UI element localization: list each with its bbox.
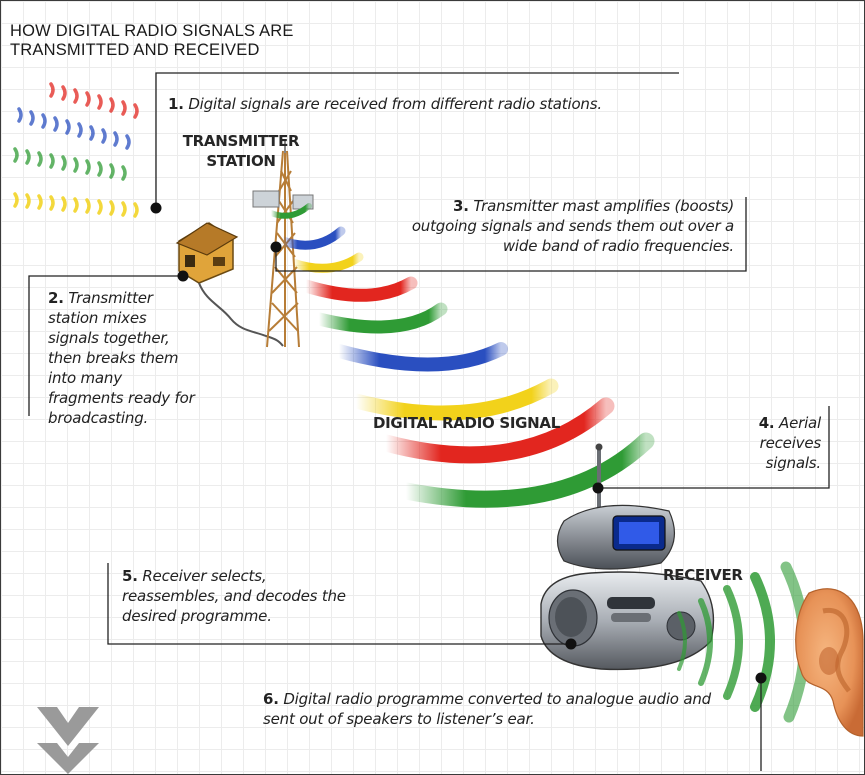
step-5: 5. Receiver selects, reassembles, and de…	[122, 566, 357, 626]
step-5-number: 5.	[122, 567, 138, 585]
step-2-number: 2.	[48, 289, 64, 307]
chevron-logo-icon	[37, 707, 99, 774]
step-2: 2. Transmitter station mixes signals tog…	[48, 288, 198, 428]
title-line-2: TRANSMITTED AND RECEIVED	[10, 41, 260, 59]
step-1-text: Digital signals are received from differ…	[188, 95, 602, 113]
ear-icon	[795, 588, 864, 737]
radio-wave-icon	[268, 203, 655, 508]
step-5-text: Receiver selects, reassembles, and decod…	[122, 567, 346, 625]
transmitter-label-line-2: STATION	[206, 152, 276, 170]
station-cable-icon	[198, 282, 284, 347]
title-line-1: HOW DIGITAL RADIO SIGNALS ARE	[10, 22, 294, 40]
incoming-signals-icon	[13, 82, 139, 218]
receiver-radio-icon	[540, 443, 715, 671]
station-house-icon	[175, 222, 239, 284]
step-6-number: 6.	[263, 690, 279, 708]
step-4-text: Aerial receives signals.	[759, 414, 822, 472]
transmitter-station-label: TRANSMITTER STATION	[174, 131, 308, 171]
transmitter-label-line-1: TRANSMITTER	[182, 132, 300, 150]
step-3: 3. Transmitter mast amplifies (boosts) o…	[394, 196, 734, 256]
step-4-number: 4.	[758, 414, 775, 432]
step-2-text: Transmitter station mixes signals togeth…	[48, 289, 195, 427]
step-6: 6. Digital radio programme converted to …	[263, 689, 743, 729]
step-3-number: 3.	[453, 197, 469, 215]
step-6-text: Digital radio programme converted to ana…	[263, 690, 711, 728]
signal-label: DIGITAL RADIO SIGNAL	[373, 414, 560, 432]
leader-dots	[150, 202, 767, 684]
step-1: 1. Digital signals are received from dif…	[168, 94, 698, 114]
step-1-number: 1.	[168, 95, 184, 113]
receiver-label: RECEIVER	[663, 566, 743, 584]
step-4: 4. Aerial receives signals.	[741, 413, 822, 473]
page-title: HOW DIGITAL RADIO SIGNALS ARE TRANSMITTE…	[10, 22, 294, 60]
step-3-text: Transmitter mast amplifies (boosts) outg…	[411, 197, 734, 255]
leader-lines	[28, 72, 830, 771]
